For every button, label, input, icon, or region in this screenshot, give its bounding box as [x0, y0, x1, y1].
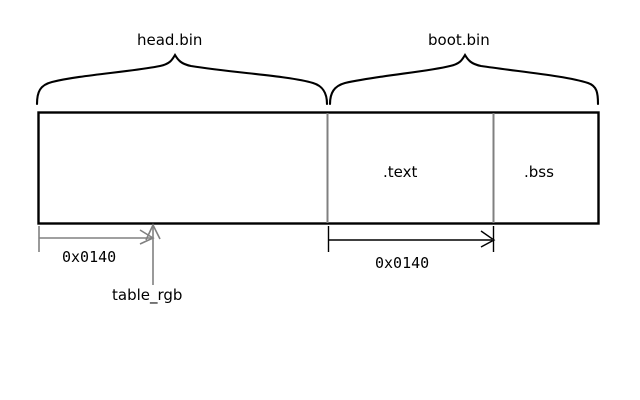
brace-label-head-bin: head.bin [137, 31, 203, 49]
segment-label-bss: .bss [524, 163, 554, 181]
measure-label-head-offset: 0x0140 [62, 248, 117, 266]
brace-label-boot-bin: boot.bin [428, 31, 490, 49]
brace-boot-bin [328, 52, 600, 106]
measure-arrow-text-size [327, 226, 496, 252]
pointer-table-rgb [145, 223, 161, 285]
segment-label-text: .text [383, 163, 418, 181]
pointer-label-table-rgb: table_rgb [112, 286, 183, 304]
brace-head-bin [35, 52, 329, 106]
measure-label-text-size: 0x0140 [375, 254, 430, 272]
memory-map-box [37, 111, 600, 225]
